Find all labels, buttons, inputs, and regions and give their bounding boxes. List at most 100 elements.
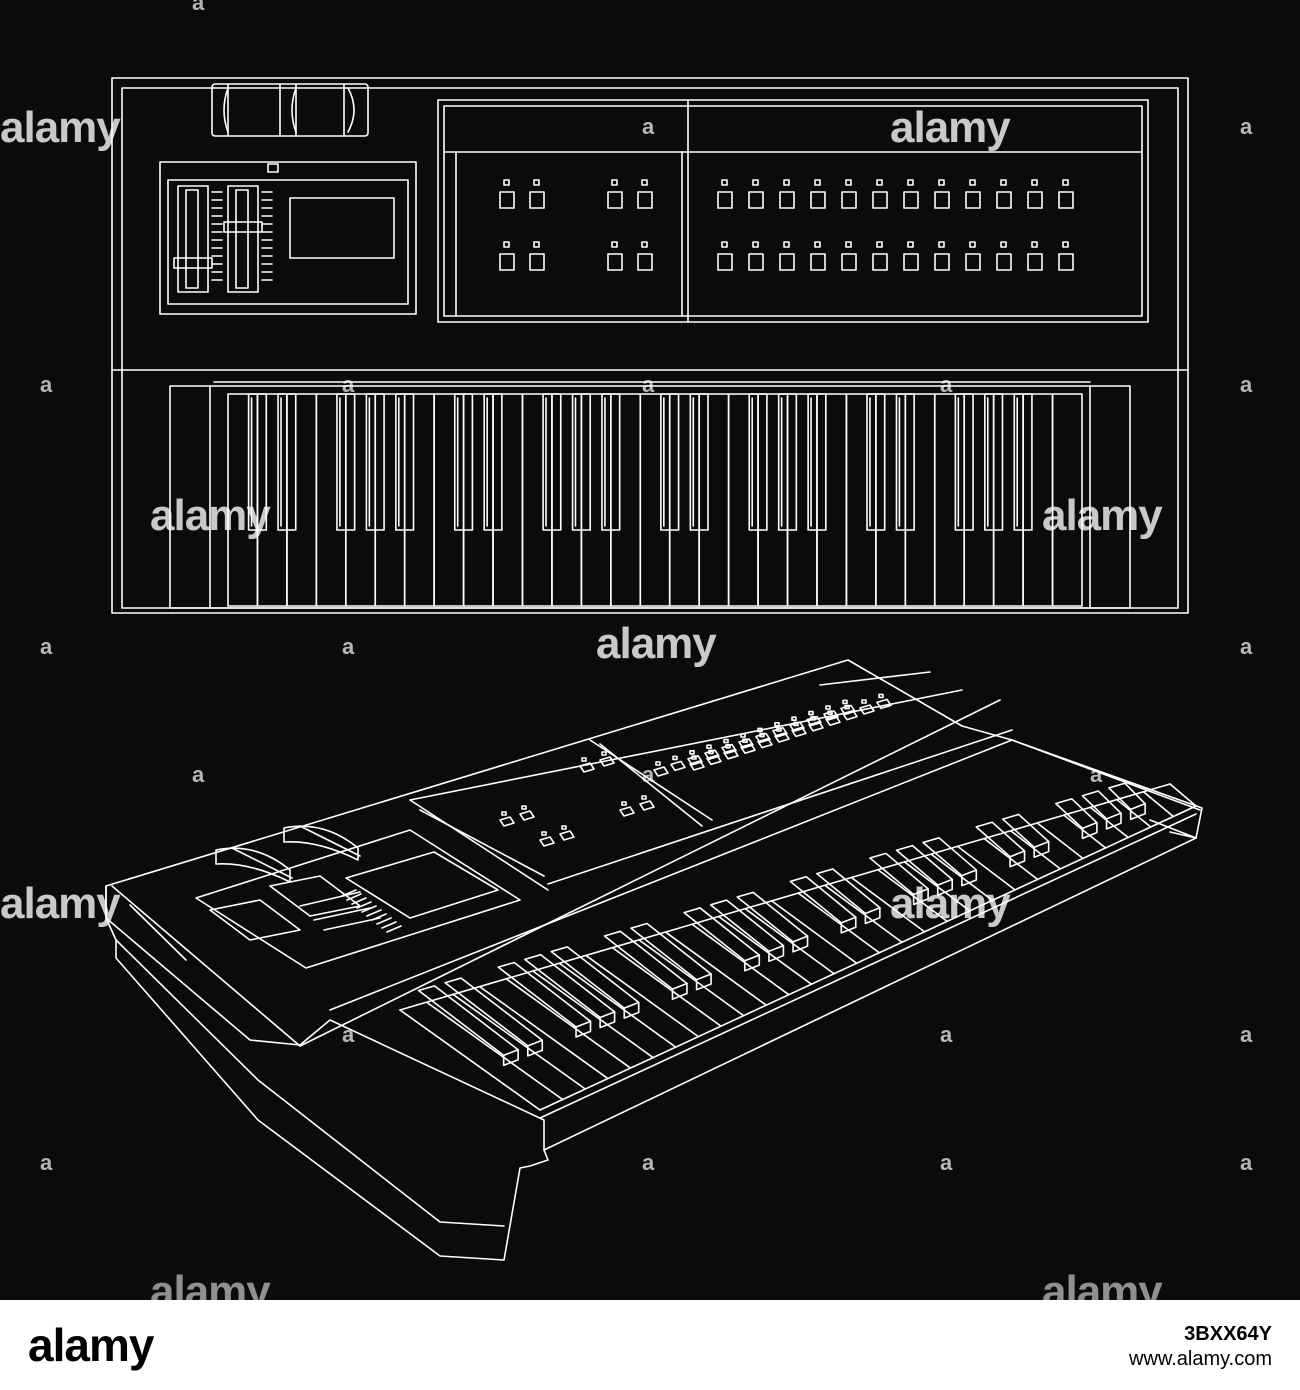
white-key [315, 393, 347, 607]
alamy-logo[interactable]: alamy [28, 1319, 154, 1371]
persp-button [823, 710, 839, 721]
button-led [1000, 179, 1007, 186]
persp-white-key-edge [797, 892, 881, 954]
persp-button [825, 715, 841, 726]
button-led [938, 179, 945, 186]
persp-button [599, 756, 615, 767]
panel-button [607, 253, 623, 271]
persp-button [740, 743, 756, 754]
black-key [807, 393, 827, 531]
persp-button [539, 836, 555, 847]
white-key [904, 393, 936, 607]
persp-button [774, 732, 790, 743]
persp-white-key-edge [531, 970, 654, 1059]
persp-white-key-edge [1062, 814, 1107, 849]
watermark-marker: a [40, 634, 53, 659]
white-key [551, 393, 583, 607]
persp-button [559, 830, 575, 841]
watermark-marker: a [940, 1150, 953, 1175]
watermark-marker: a [1240, 114, 1253, 139]
button-led [938, 241, 945, 248]
persp-white-key-edge [956, 845, 1016, 891]
black-key [689, 393, 709, 531]
panel-button [499, 191, 515, 209]
white-key [433, 393, 465, 607]
panel-button [965, 191, 981, 209]
persp-white-key-edge [505, 978, 632, 1069]
persp-white-key-edge [1169, 783, 1197, 807]
white-key [492, 393, 524, 607]
white-key [992, 393, 1024, 607]
persp-led [641, 795, 647, 800]
black-key [277, 393, 297, 531]
watermark-marker: a [642, 372, 655, 397]
persp-led [655, 761, 661, 766]
persp-button [519, 810, 535, 821]
persp-white-key-edge [744, 907, 835, 975]
white-key [757, 393, 789, 607]
persp-white-key-edge [558, 962, 677, 1048]
button-led [876, 241, 883, 248]
black-key [395, 393, 415, 531]
persp-white-key-edge [1036, 822, 1084, 860]
persp-button [806, 715, 822, 727]
panel-button [841, 253, 857, 271]
panel-button [499, 253, 515, 271]
watermark-marker: a [940, 1022, 953, 1047]
black-key [777, 393, 798, 531]
watermark-marker: a [642, 114, 655, 139]
persp-led [825, 705, 831, 710]
white-key [668, 393, 700, 607]
watermark-marker: a [642, 762, 655, 787]
persp-led [541, 831, 547, 836]
persp-led [861, 699, 867, 704]
watermark-marker: a [1240, 634, 1253, 659]
white-key [639, 393, 671, 607]
persp-led [521, 805, 527, 810]
persp-black-key [789, 875, 857, 924]
black-key [748, 393, 768, 531]
button-led [783, 241, 790, 248]
panel-button [934, 191, 950, 209]
persp-white-key-edge [425, 1001, 564, 1101]
panel-button [1027, 191, 1043, 209]
white-key [403, 393, 435, 607]
persp-white-key-edge [691, 923, 790, 996]
persp-white-key-edge [585, 954, 700, 1038]
watermark-marker: a [940, 372, 953, 397]
front-body-outline [111, 77, 1189, 614]
panel-button [903, 191, 919, 209]
button-led [503, 179, 510, 186]
persp-led [689, 749, 695, 755]
button-led [969, 179, 976, 186]
watermark-marker: a [1240, 1022, 1253, 1047]
persp-black-key [444, 977, 544, 1047]
panel-button [965, 253, 981, 271]
persp-button [653, 766, 669, 777]
panel-button [903, 253, 919, 271]
persp-led [791, 716, 797, 722]
panel-button [717, 191, 733, 209]
panel-button [529, 253, 545, 271]
button-led [752, 179, 759, 186]
slider-display-panel [159, 161, 417, 315]
panel-button [717, 253, 733, 271]
panel-button [1058, 253, 1074, 271]
white-key [580, 393, 612, 607]
persp-white-key-edge [717, 915, 813, 986]
persp-button [687, 755, 703, 766]
button-led [969, 241, 976, 248]
panel-button [996, 253, 1012, 271]
watermark-text: alamy [890, 103, 1011, 152]
black-key [984, 393, 1004, 531]
panel-button [779, 253, 795, 271]
persp-button [706, 754, 722, 766]
persp-white-key-edge [877, 868, 948, 923]
button-led [1031, 241, 1038, 248]
persp-button [772, 727, 788, 738]
site-url[interactable]: www.alamy.com [1129, 1348, 1272, 1370]
persp-button [791, 726, 807, 738]
panel-button [779, 191, 795, 209]
watermark-marker: a [342, 634, 355, 659]
white-key [933, 393, 966, 607]
